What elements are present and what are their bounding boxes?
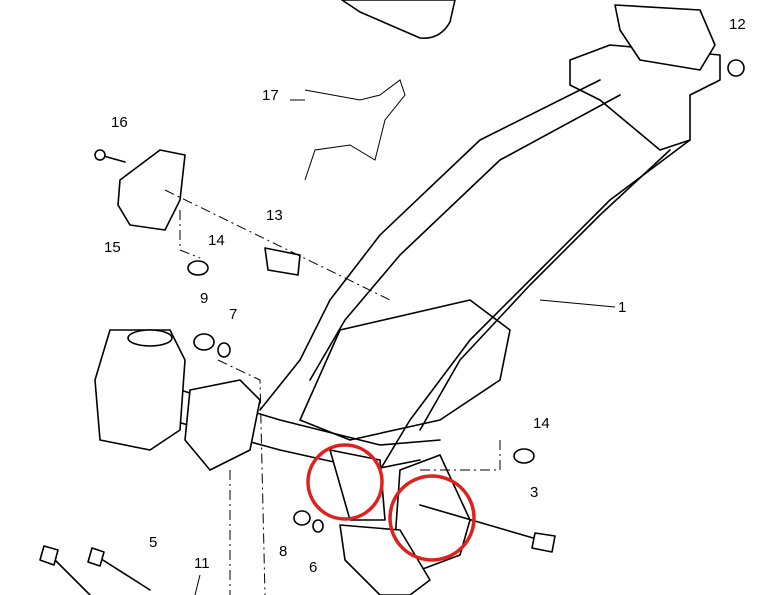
part-12-cap <box>727 59 745 77</box>
collar-14b <box>513 448 535 464</box>
label-5: 5 <box>149 534 158 551</box>
bolt-5-head <box>87 547 105 567</box>
label-6: 6 <box>309 559 318 576</box>
part-13-clip <box>264 247 301 276</box>
nut-8 <box>293 510 311 526</box>
leader-11 <box>194 574 201 595</box>
label-7: 7 <box>229 306 238 323</box>
frame-rail-upper-2 <box>309 94 621 381</box>
highlight-circle-1 <box>306 443 384 521</box>
label-16: 16 <box>111 114 128 131</box>
washer-7 <box>217 342 231 358</box>
highlight-circle-2 <box>388 474 476 562</box>
rear-mount-plate <box>614 4 716 71</box>
label-8: 8 <box>279 543 288 560</box>
label-14-upper: 14 <box>208 232 225 249</box>
label-11: 11 <box>194 555 210 572</box>
label-3: 3 <box>530 484 539 501</box>
frame-rail-upper <box>259 79 601 411</box>
label-1: 1 <box>618 299 627 316</box>
centerline-2 <box>179 210 201 259</box>
bolt-long-head <box>39 545 59 566</box>
label-9: 9 <box>200 290 209 307</box>
part-15-cover <box>117 149 186 231</box>
leader-1 <box>539 299 616 308</box>
washer-6 <box>312 519 324 533</box>
front-bracket <box>184 379 261 471</box>
head-pipe <box>94 329 186 451</box>
bolt-3-head <box>531 532 556 553</box>
label-13: 13 <box>266 207 283 224</box>
centerline-1 <box>164 189 391 301</box>
engine-mount-bracket <box>329 449 386 521</box>
collar-9 <box>193 333 215 351</box>
lower-link <box>339 524 431 595</box>
centerline-4 <box>420 440 501 471</box>
bolt-3 <box>419 504 541 541</box>
part-17-bracket <box>304 79 406 181</box>
label-14-lower: 14 <box>533 415 550 432</box>
frame-rail-lower-2 <box>419 149 671 431</box>
label-12: 12 <box>729 16 746 33</box>
top-cover-part <box>341 0 456 39</box>
centerline-3 <box>217 359 266 595</box>
frame-crossmember <box>299 299 511 441</box>
label-15: 15 <box>104 239 121 256</box>
collar-14 <box>187 260 209 276</box>
label-17: 17 <box>262 87 279 104</box>
bolt-16-head <box>94 149 106 161</box>
head-pipe-top <box>127 329 173 347</box>
bolt-long <box>49 554 91 595</box>
bolt-5 <box>94 554 151 591</box>
